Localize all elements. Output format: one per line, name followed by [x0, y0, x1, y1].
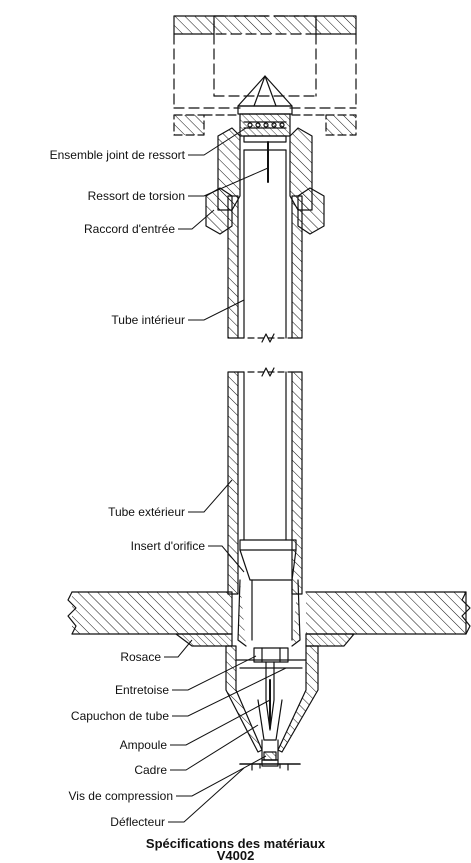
- orifice-insert: [237, 539, 301, 647]
- leader-torsion-spring: [188, 167, 269, 197]
- spring-seal-assembly: [239, 113, 291, 183]
- leader-spring-seal: [188, 127, 247, 156]
- label-frame: Cadre: [134, 763, 167, 777]
- label-inlet-fitting: Raccord d'entrée: [83, 222, 175, 236]
- label-tube-cap: Capuchon de tube: [70, 709, 169, 723]
- outer-tube-lower: [227, 371, 303, 595]
- outer-tube-upper: [227, 195, 303, 339]
- label-orifice-insert: Insert d'orifice: [130, 539, 205, 553]
- inlet-fitting: [205, 127, 325, 235]
- leader-inner-tube: [188, 299, 245, 321]
- label-inner-tube: Tube intérieur: [111, 313, 185, 327]
- leader-outer-tube: [188, 479, 233, 513]
- caption-model: V4002: [216, 848, 255, 863]
- label-torsion-spring: Ressort de torsion: [87, 189, 185, 203]
- leader-lines: [164, 127, 287, 823]
- break-line-lower: [237, 367, 293, 377]
- leader-inlet-fitting: [178, 209, 215, 230]
- label-escutcheon: Rosace: [120, 650, 161, 664]
- inner-tube-lower: [243, 371, 287, 541]
- label-deflector: Déflecteur: [110, 815, 165, 829]
- escutcheon-plate: [175, 633, 355, 647]
- break-line-upper: [237, 333, 293, 343]
- leader-tube-cap: [172, 667, 287, 717]
- spacer: [253, 647, 289, 663]
- deflector-part: [239, 759, 301, 771]
- glass-bulb: [265, 661, 275, 731]
- label-spacer: Entretoise: [114, 683, 169, 697]
- caption-title: Spécifications des matériaux: [145, 836, 326, 851]
- leader-spacer: [172, 655, 257, 691]
- ceiling-section: [67, 591, 471, 635]
- leader-deflector: [168, 767, 245, 823]
- label-outer-tube: Tube extérieur: [108, 505, 185, 519]
- inner-tube-upper: [243, 149, 287, 339]
- leader-frame: [170, 724, 259, 771]
- inlet-cone: [237, 75, 293, 115]
- label-bulb: Ampoule: [119, 738, 167, 752]
- leader-compression-screw: [176, 755, 267, 797]
- label-spring-seal-assembly: Ensemble joint de ressort: [49, 148, 185, 162]
- supply-pipe-fitting: [173, 15, 357, 136]
- leader-escutcheon: [164, 639, 193, 658]
- leader-orifice-insert: [208, 545, 245, 573]
- label-compression-screw: Vis de compression: [68, 789, 174, 803]
- leader-bulb: [170, 699, 271, 746]
